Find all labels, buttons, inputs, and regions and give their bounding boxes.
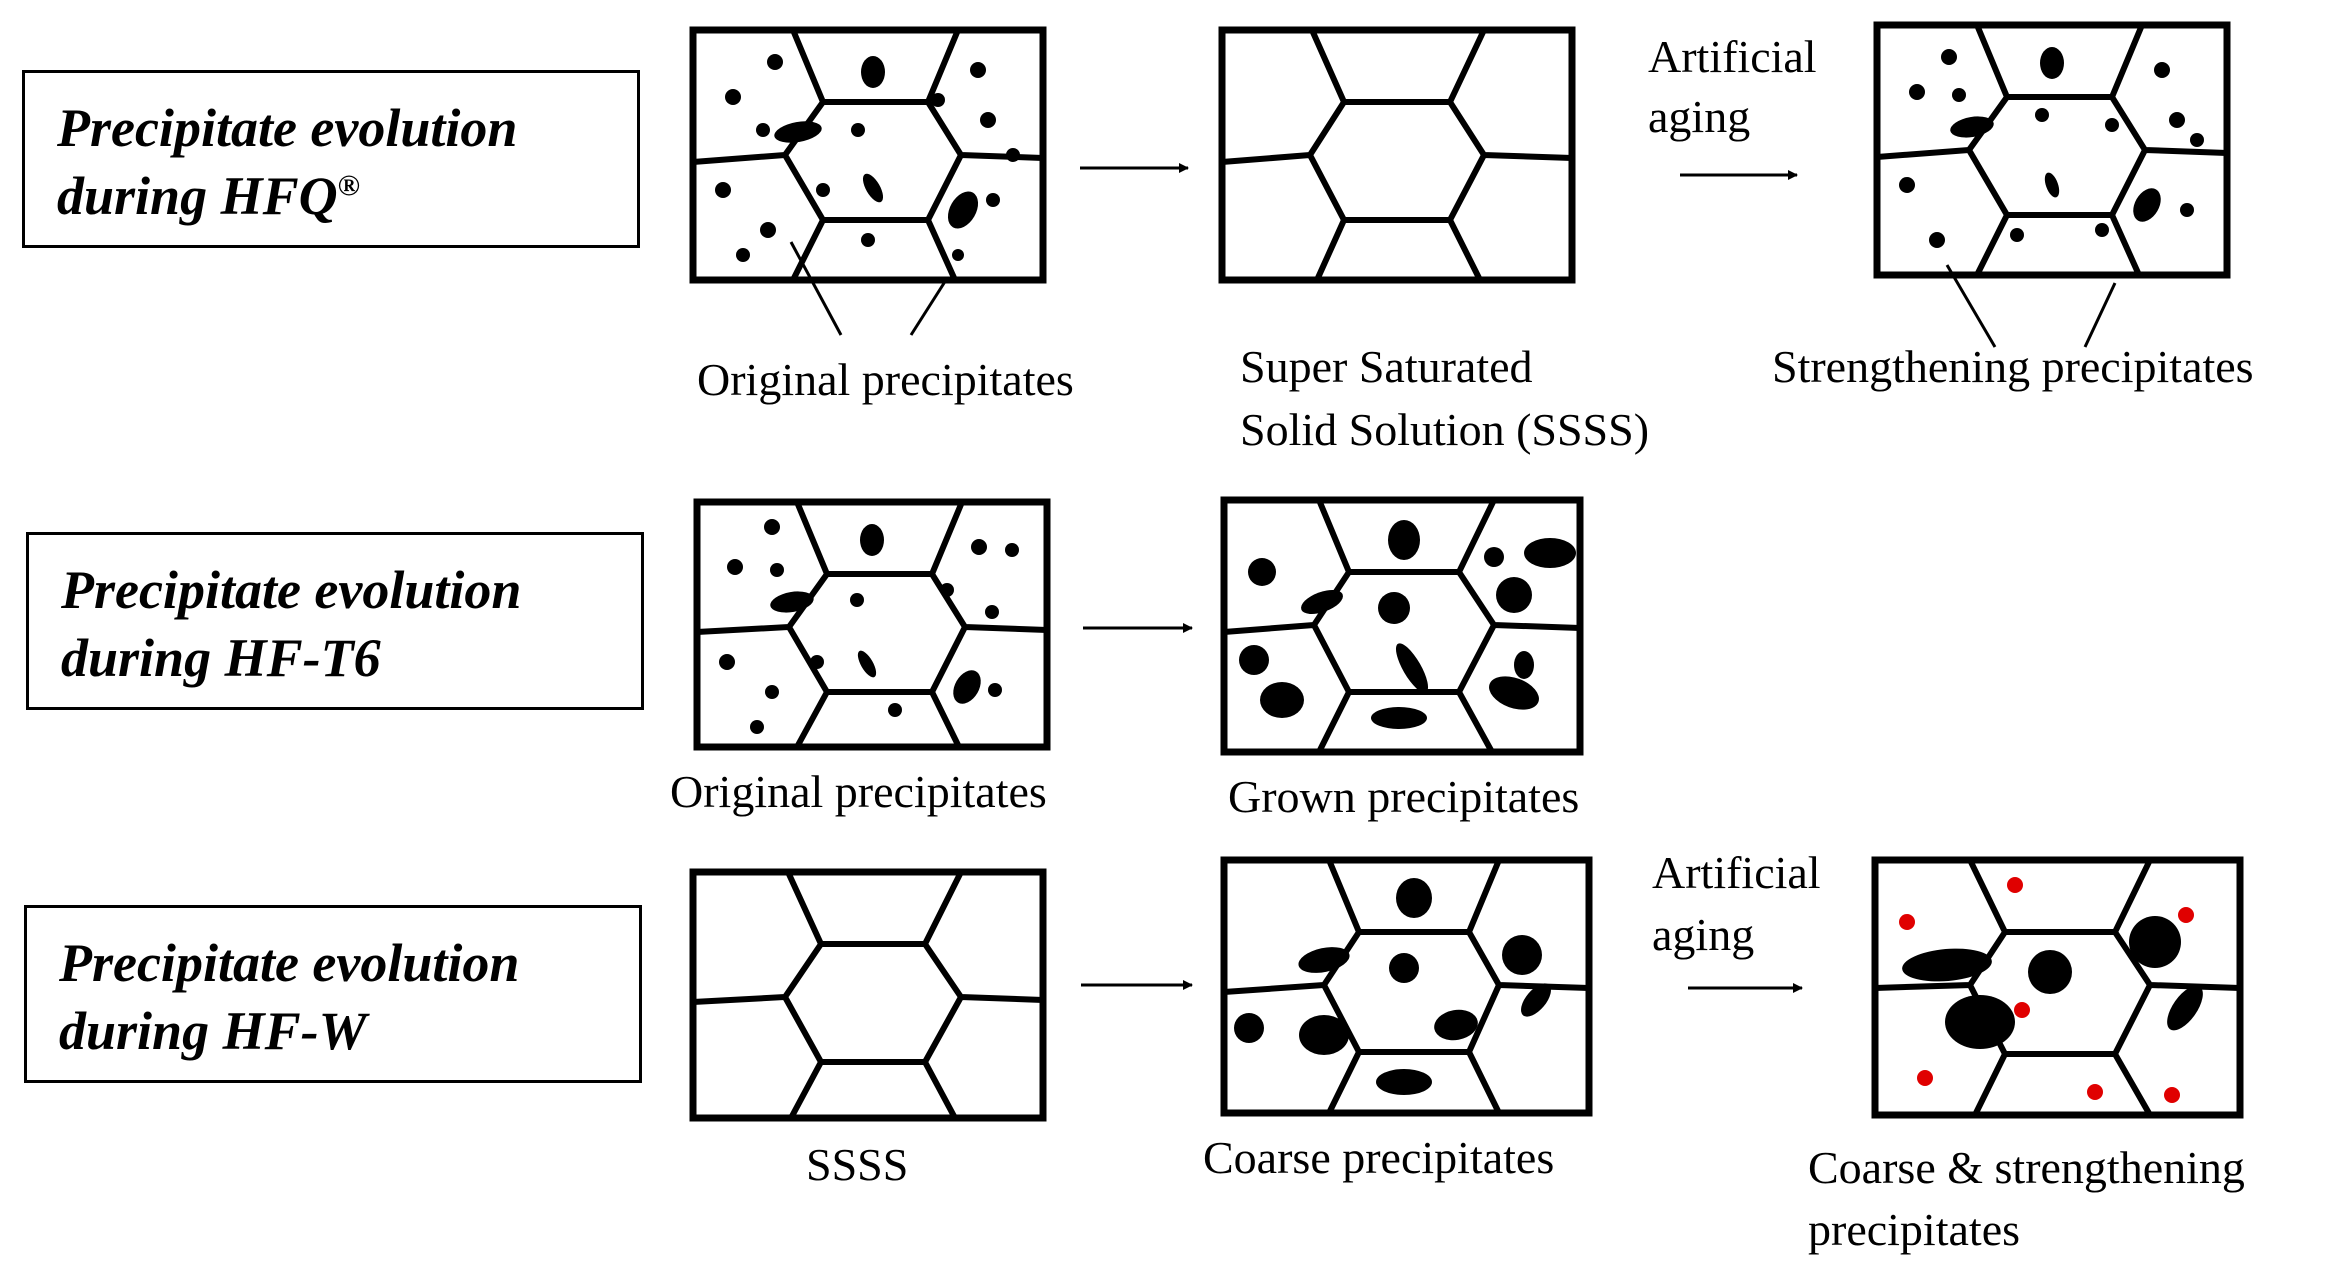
coarse-precipitates [1234,878,1551,1095]
original-precipitates [719,519,1019,734]
pointer-lines [1945,264,2117,348]
caption-hfq-strengthening-precipitates: Strengthening precipitates [1772,341,2254,392]
artificial-aging-label-line2: aging [1652,909,1754,960]
title-hfq-line2: during HFQ [57,165,338,226]
original-precipitates [715,54,1020,262]
artificial-aging-label-line1: Artificial [1648,31,1817,82]
panel-hfq-strengthening-precipitates [1873,21,2231,348]
title-box-hf-t6: Precipitate evolution during HF-T6 [26,532,644,710]
grain-boundaries [689,26,1047,284]
caption-hf-w-ssss: SSSS [806,1139,909,1190]
grain-boundaries [1218,26,1576,284]
artificial-aging-label-line2: aging [1648,91,1750,142]
grain-boundaries [1220,496,1584,756]
strengthening-precipitates-red [1899,877,2194,1103]
caption-hf-t6-original-precipitates: Original precipitates [670,766,1047,817]
title-hf-w-line1: Precipitate evolution [59,933,520,993]
grain-boundaries [689,868,1047,1122]
title-box-hf-w: Precipitate evolution during HF-W [24,905,642,1083]
caption-hfq-original-precipitates: Original precipitates [697,354,1074,405]
grain-boundaries [1873,21,2231,279]
caption-hfq-ssss-line2: Solid Solution (SSSS) [1240,404,1650,455]
panel-hf-t6-grown-precipitates [1220,496,1584,756]
coarse-precipitates [1902,916,2203,1049]
panel-hf-w-coarse-and-strengthening [1871,856,2244,1119]
grain-boundaries [693,498,1051,751]
caption-hf-w-coarse-strengthening-line1: Coarse & strengthening [1808,1142,2245,1193]
grain-boundaries [1220,856,1593,1117]
title-hf-t6-line1: Precipitate evolution [61,560,522,620]
panel-hfq-ssss [1218,26,1576,284]
caption-hf-w-coarse-precipitates: Coarse precipitates [1203,1132,1555,1183]
pointer-lines [789,241,948,336]
title-hf-w-line2: during HF-W [59,1000,367,1061]
panel-hf-w-ssss [689,868,1047,1122]
caption-hf-t6-grown-precipitates: Grown precipitates [1228,771,1580,822]
artificial-aging-label-line1: Artificial [1652,847,1821,898]
registered-mark: ® [337,168,361,202]
panel-hfq-original-precipitates [689,26,1047,336]
caption-hf-w-coarse-strengthening-line2: precipitates [1808,1204,2021,1255]
title-box-hfq: Precipitate evolution during HFQ® [22,70,640,248]
title-hfq-line1: Precipitate evolution [57,98,518,158]
title-hf-t6-line2: during HF-T6 [61,627,381,688]
caption-hfq-ssss-line1: Super Saturated [1240,341,1533,392]
panel-hf-t6-original-precipitates [693,498,1051,751]
strengthening-precipitates [1899,47,2204,248]
panel-hf-w-coarse-precipitates [1220,856,1593,1117]
grown-precipitates [1239,520,1576,729]
